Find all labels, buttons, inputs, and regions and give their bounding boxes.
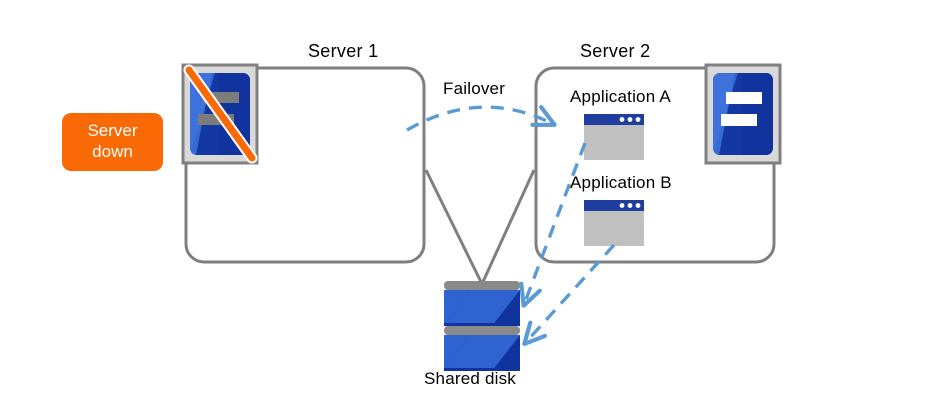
application-b-label: Application B [570, 173, 672, 192]
server-down-icon [181, 63, 259, 165]
server-down-badge: Server down [62, 113, 163, 171]
shared-disk-icon [444, 281, 520, 371]
server-down-badge-line2: down [92, 142, 133, 161]
application-a-label: Application A [570, 87, 671, 106]
app-window-icon-a [584, 114, 644, 160]
server2-title: Server 2 [580, 41, 651, 61]
server1-title: Server 1 [308, 41, 379, 61]
failover-arrow [406, 107, 551, 132]
shared-disk-label: Shared disk [424, 369, 516, 388]
server-down-badge-line1: Server [87, 121, 138, 141]
connector-server2-to-disk [480, 169, 536, 285]
server-ok-icon [704, 63, 782, 165]
failover-label: Failover [443, 79, 506, 98]
app-a-to-disk-arrow [525, 142, 587, 302]
app-window-icon-b [584, 200, 644, 246]
connector-server1-to-disk [424, 169, 484, 285]
